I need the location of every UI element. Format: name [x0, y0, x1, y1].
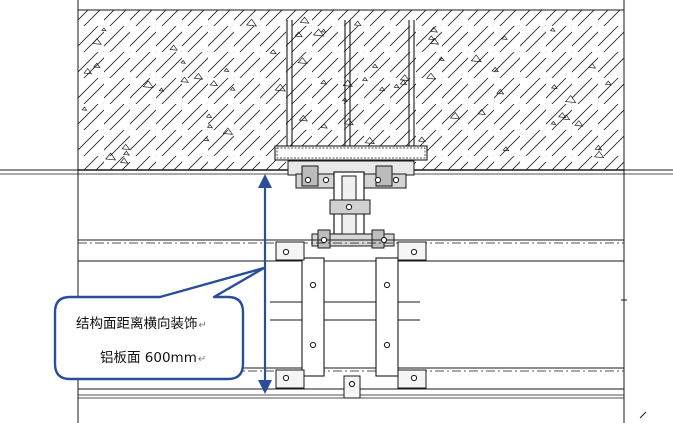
bolt-heads — [282, 176, 418, 388]
edge-marks — [621, 299, 647, 419]
return-mark-icon: ↵ — [197, 354, 207, 365]
callout-line-2: 铝板面 600mm↵ — [100, 350, 207, 366]
embedded-anchor-plate — [274, 20, 428, 161]
return-mark-icon: ↵ — [198, 320, 207, 331]
callout-bubble — [53, 266, 266, 381]
dimension-arrow — [258, 174, 272, 394]
callout-line-1-text: 结构面距离横向装饰 — [76, 316, 198, 332]
callout-line-2-text: 铝板面 600mm — [100, 350, 197, 366]
concrete-aggregate-marks — [81, 16, 612, 164]
concrete-slab — [78, 9, 624, 171]
callout-line-1: 结构面距离横向装饰↵ — [76, 316, 207, 332]
connector-assembly — [287, 160, 415, 249]
